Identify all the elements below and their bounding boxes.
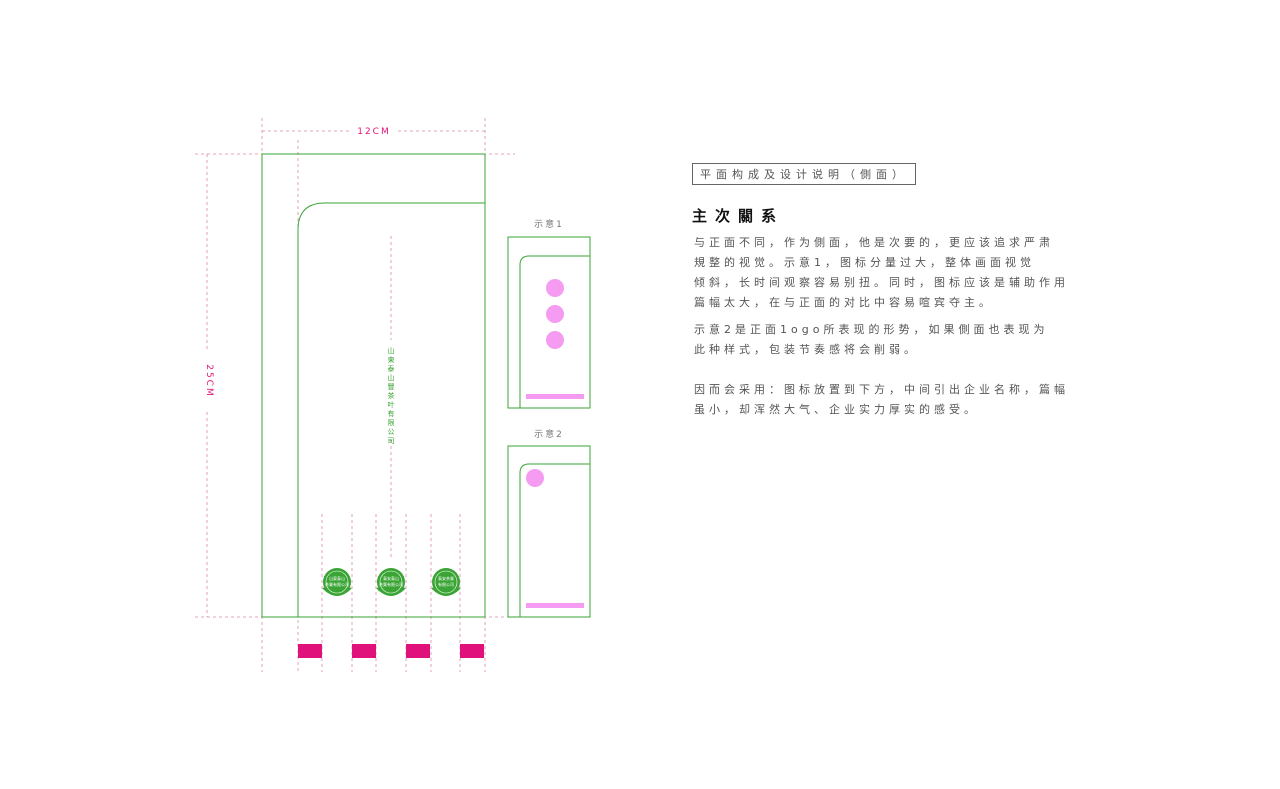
badge-text-line1: 泰安泰山: [383, 575, 399, 581]
paragraph-line: 示意2是正面1ogo所表现的形势，如果側面也表现为: [694, 323, 1049, 336]
paragraph-line: 倾斜，长时间观察容易别扭。同时，图标应该是辅助作用: [694, 276, 1069, 289]
badge-text-line1: 山東泰山: [329, 575, 345, 581]
width-dimension-label: 12CM: [357, 127, 391, 137]
demo1-label: 示意1: [534, 218, 564, 230]
color-markers: [298, 644, 484, 658]
marker-block: [352, 644, 376, 658]
demo1-bar: [526, 394, 584, 399]
demo2-dot: [526, 469, 544, 487]
paragraph-line: 此种样式，包装节奏感将会削弱。: [694, 343, 919, 356]
demo2-bar: [526, 603, 584, 608]
paragraph-line: 因而会采用：图标放置到下方，中间引出企业名称，篇幅: [694, 383, 1069, 396]
paragraph-line: 篇幅太大，在与正面的对比中容易喧宾夺主。: [694, 296, 994, 309]
marker-block: [406, 644, 430, 658]
company-name-vertical: 山東泰山豐茶叶有限公司: [387, 347, 395, 445]
badge-text-line2: 茶葉有限公司: [379, 581, 403, 587]
guide-lines: [195, 118, 515, 672]
badge-logo: 山東泰山 茶業有限公司: [322, 568, 352, 596]
badge-logo: 泰安茶業 有限公司: [431, 568, 461, 596]
marker-block: [298, 644, 322, 658]
paragraph-2: 示意2是正面1ogo所表现的形势，如果側面也表现为 此种样式，包装节奏感将会削弱…: [694, 320, 1172, 360]
badge-row: 山東泰山 茶業有限公司 泰安泰山 茶葉有限公司 泰安茶業 有限公司: [322, 568, 461, 596]
paragraph-line: 虽小，却浑然大气、企业实力厚实的感受。: [694, 403, 979, 416]
badge-text-line2: 茶業有限公司: [325, 581, 349, 587]
main-side-panel: [261, 153, 486, 618]
badge-text-line1: 泰安茶業: [438, 575, 454, 581]
demo1-thumbnail: [507, 236, 591, 409]
paragraph-line: 規整的视觉。示意1，图标分量过大，整体画面视觉: [694, 256, 1035, 269]
panel-heading: 平面构成及设计说明（側面）: [692, 163, 916, 185]
demo1-dot: [546, 279, 564, 297]
demo2-thumbnail: [507, 445, 591, 618]
badge-logo: 泰安泰山 茶葉有限公司: [376, 568, 406, 596]
paragraph-line: 与正面不同，作为側面，他是次要的，更应该追求严肃: [694, 236, 1054, 249]
paragraph-3: 因而会采用：图标放置到下方，中间引出企业名称，篇幅 虽小，却浑然大气、企业实力厚…: [694, 380, 1172, 420]
demo1-dot: [546, 331, 564, 349]
demo2-label: 示意2: [534, 428, 564, 440]
demo1-dot: [546, 305, 564, 323]
description-panel: 平面构成及设计说明（側面） 主次關系 与正面不同，作为側面，他是次要的，更应该追…: [692, 163, 1172, 420]
section-title: 主次關系: [692, 207, 785, 225]
marker-block: [460, 644, 484, 658]
badge-text-line2: 有限公司: [438, 581, 454, 587]
paragraph-1: 与正面不同，作为側面，他是次要的，更应该追求严肃 規整的视觉。示意1，图标分量过…: [694, 233, 1172, 313]
height-dimension-label: 25CM: [204, 364, 214, 398]
